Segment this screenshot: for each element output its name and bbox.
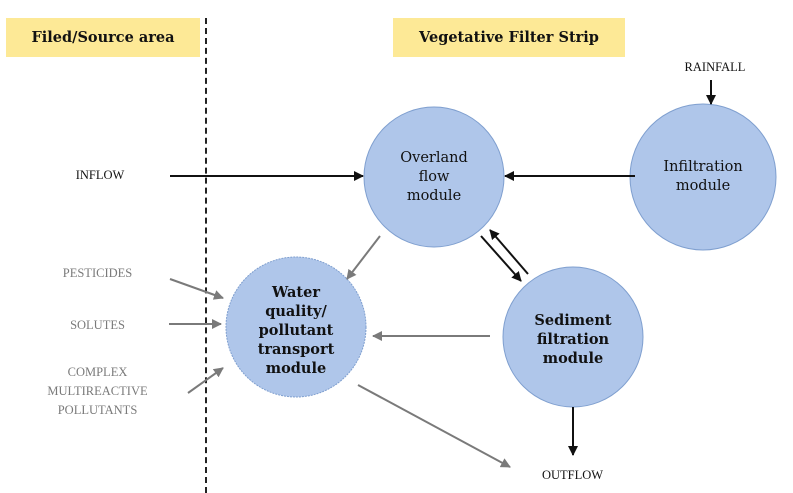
overland-flow-label: Overland flow module [400,149,468,204]
pesticides-arrow [169,278,224,300]
sediment-to-overland-arrow [489,229,529,275]
inflow-label: INFLOW [75,168,125,182]
water-quality-label: Water quality/ pollutant transport modul… [257,283,335,377]
complex-pollutants-arrow [187,367,224,394]
pesticides-label: PESTICIDES [62,266,133,280]
infiltration-label: Infiltration module [663,159,743,194]
solutes-label: SOLUTES [70,318,125,332]
source-area-banner: Filed/Source area [6,18,200,57]
water-quality-to-outflow-arrow [357,384,511,468]
overland-to-water-quality-arrow [346,235,381,280]
filter-strip-banner: Vegetative Filter Strip [393,18,625,57]
zone-divider [205,18,207,493]
sediment-filtration-label: Sediment filtration module [534,311,612,367]
outflow-label: OUTFLOW [541,468,604,482]
complex-pollutants-label: COMPLEX MULTIREACTIVE POLLUTANTS [47,365,148,417]
water-quality-node [225,256,367,398]
rainfall-label: RAINFALL [684,60,746,74]
overland-to-sediment-arrow [480,235,522,282]
